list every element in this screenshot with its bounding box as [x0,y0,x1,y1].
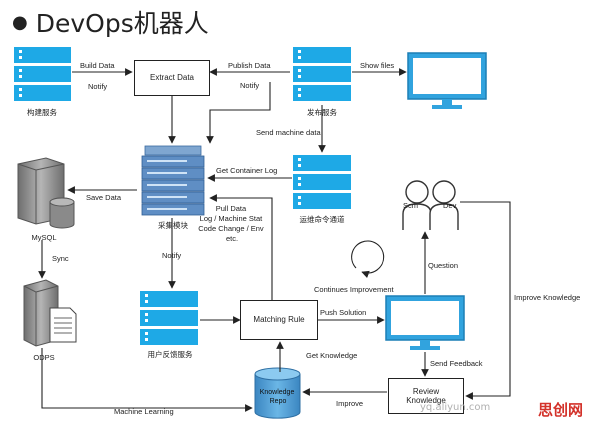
solution-monitor-icon [385,295,465,350]
label-sync: Sync [52,254,69,263]
label-push-solution: Push Solution [320,308,366,317]
arrow-notify-publish [206,82,271,144]
page-title: ●DevOps机器人 [12,9,209,38]
caption-odps: ODPS [33,353,54,362]
caption-publish-service: 发布服务 [307,107,337,117]
label-knowledge-repo: Knowledge Repo [260,389,297,405]
bullet: ● [12,12,28,33]
label-question: Question [428,261,458,270]
caption-build-service: 构建服务 [27,107,57,117]
caption-mysql: MySQL [31,233,56,242]
publish-service-icon [293,47,351,101]
label-get-knowledge: Get Knowledge [306,351,357,360]
dev-person-icon [429,180,459,230]
arrow-pull-data [209,194,273,300]
connectors [38,68,511,412]
scm-person-icon [402,180,432,230]
pull-data-line: Pull Data [216,204,247,213]
caption-feedback-service: 用户反馈服务 [148,349,193,359]
pull-data-line: etc. [226,234,238,243]
matching-rule-box: Matching Rule [240,300,318,340]
label-save-data: Save Data [86,193,122,202]
label-machine-learning: Machine Learning [114,407,174,416]
pull-data-line: Code Change / Env [198,224,264,233]
label-continues-improvement: Continues Improvement [314,285,395,294]
watermark-brand: 思创网 [538,401,584,419]
caption-collect-module: 采集模块 [158,220,188,230]
label-send-machine-data: Send machine data [256,128,321,137]
knowledge-repo-line: Knowledge [260,389,295,396]
pull-data-line: Log / Machine Stat [200,214,263,223]
review-knowledge-label: Review Knowledge [406,386,446,405]
review-knowledge-box: Review Knowledge [388,378,464,414]
label-show-files: Show files [360,61,394,70]
caption-ops-channel: 运维命令通道 [300,214,345,224]
label-notify-collect: Notify [162,251,181,260]
label-notify-publish: Notify [240,81,259,90]
mysql-icon [17,157,75,229]
collect-module-icon [141,145,205,216]
knowledge-repo-line: Repo [270,398,287,405]
arrow-machine-learning [41,348,253,412]
odps-icon [23,279,77,347]
label-get-container-log: Get Container Log [216,166,277,175]
ops-channel-icon [293,155,351,209]
continues-improvement-cycle [351,240,385,279]
label-build-data: Build Data [80,61,115,70]
extract-data-box: Extract Data [134,60,210,96]
label-improve-knowledge: Improve Knowledge [514,293,580,302]
arrow-improve-knowledge [460,201,511,400]
label-scm: Scm [403,201,418,210]
label-pull-data: Pull Data Log / Machine Stat Code Change… [198,204,266,243]
feedback-service-icon [140,291,198,345]
build-service-icon [14,47,71,101]
label-publish-data: Publish Data [228,61,271,70]
knowledge-repo-icon [254,367,301,419]
label-send-feedback: Send Feedback [430,359,483,368]
label-improve: Improve [336,399,363,408]
label-notify-build: Notify [88,82,107,91]
label-dev: Dev [443,201,457,210]
show-files-monitor-icon [407,52,487,109]
watermark-url: yq.aliyun.com [420,402,491,413]
